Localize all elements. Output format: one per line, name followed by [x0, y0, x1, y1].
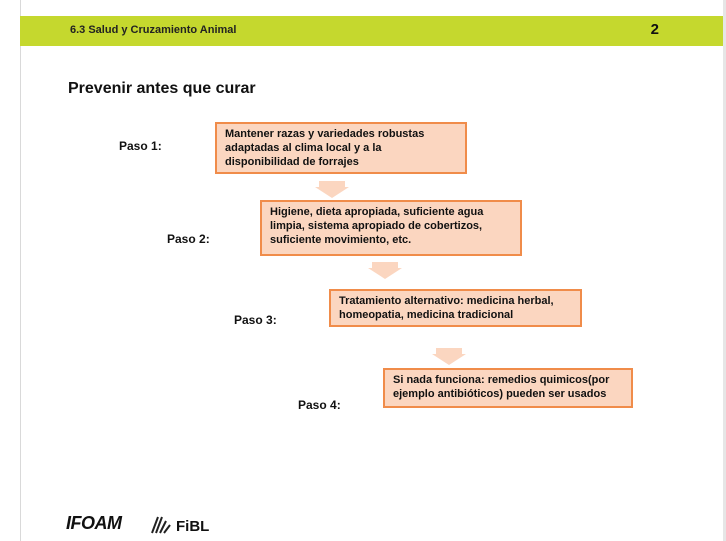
step-3-text: Tratamiento alternativo: medicina herbal… [339, 295, 554, 321]
step-4-box: Si nada funciona: remedios quimicos(por … [383, 368, 633, 408]
step-2-box: Higiene, dieta apropiada, suficiente agu… [260, 200, 522, 256]
step-3-box: Tratamiento alternativo: medicina herbal… [329, 289, 582, 327]
page-number: 2 [650, 21, 659, 38]
step-1-text: Mantener razas y variedades robustas ada… [225, 128, 425, 168]
ifoam-logo: IFOAM [66, 513, 122, 533]
step-2-text: Higiene, dieta apropiada, suficiente agu… [270, 206, 484, 246]
left-margin-strip [0, 0, 21, 541]
header-bar: 6.3 Salud y Cruzamiento Animal 2 [20, 16, 723, 46]
step-4-label: Paso 4: [298, 398, 341, 412]
section-title: 6.3 Salud y Cruzamiento Animal [70, 24, 237, 36]
step-2-label: Paso 2: [167, 232, 210, 246]
fibl-logo-icon [151, 516, 171, 534]
step-3-label: Paso 3: [234, 313, 277, 327]
slide-title: Prevenir antes que curar [68, 80, 256, 97]
down-arrow-3 [432, 348, 466, 365]
right-margin-strip [723, 0, 726, 541]
down-arrow-1 [315, 181, 349, 198]
step-1-box: Mantener razas y variedades robustas ada… [215, 122, 467, 174]
step-4-text: Si nada funciona: remedios quimicos(por … [393, 374, 610, 400]
fibl-logo-text: FiBL [176, 518, 210, 535]
step-1-label: Paso 1: [119, 139, 162, 153]
down-arrow-2 [368, 262, 402, 279]
